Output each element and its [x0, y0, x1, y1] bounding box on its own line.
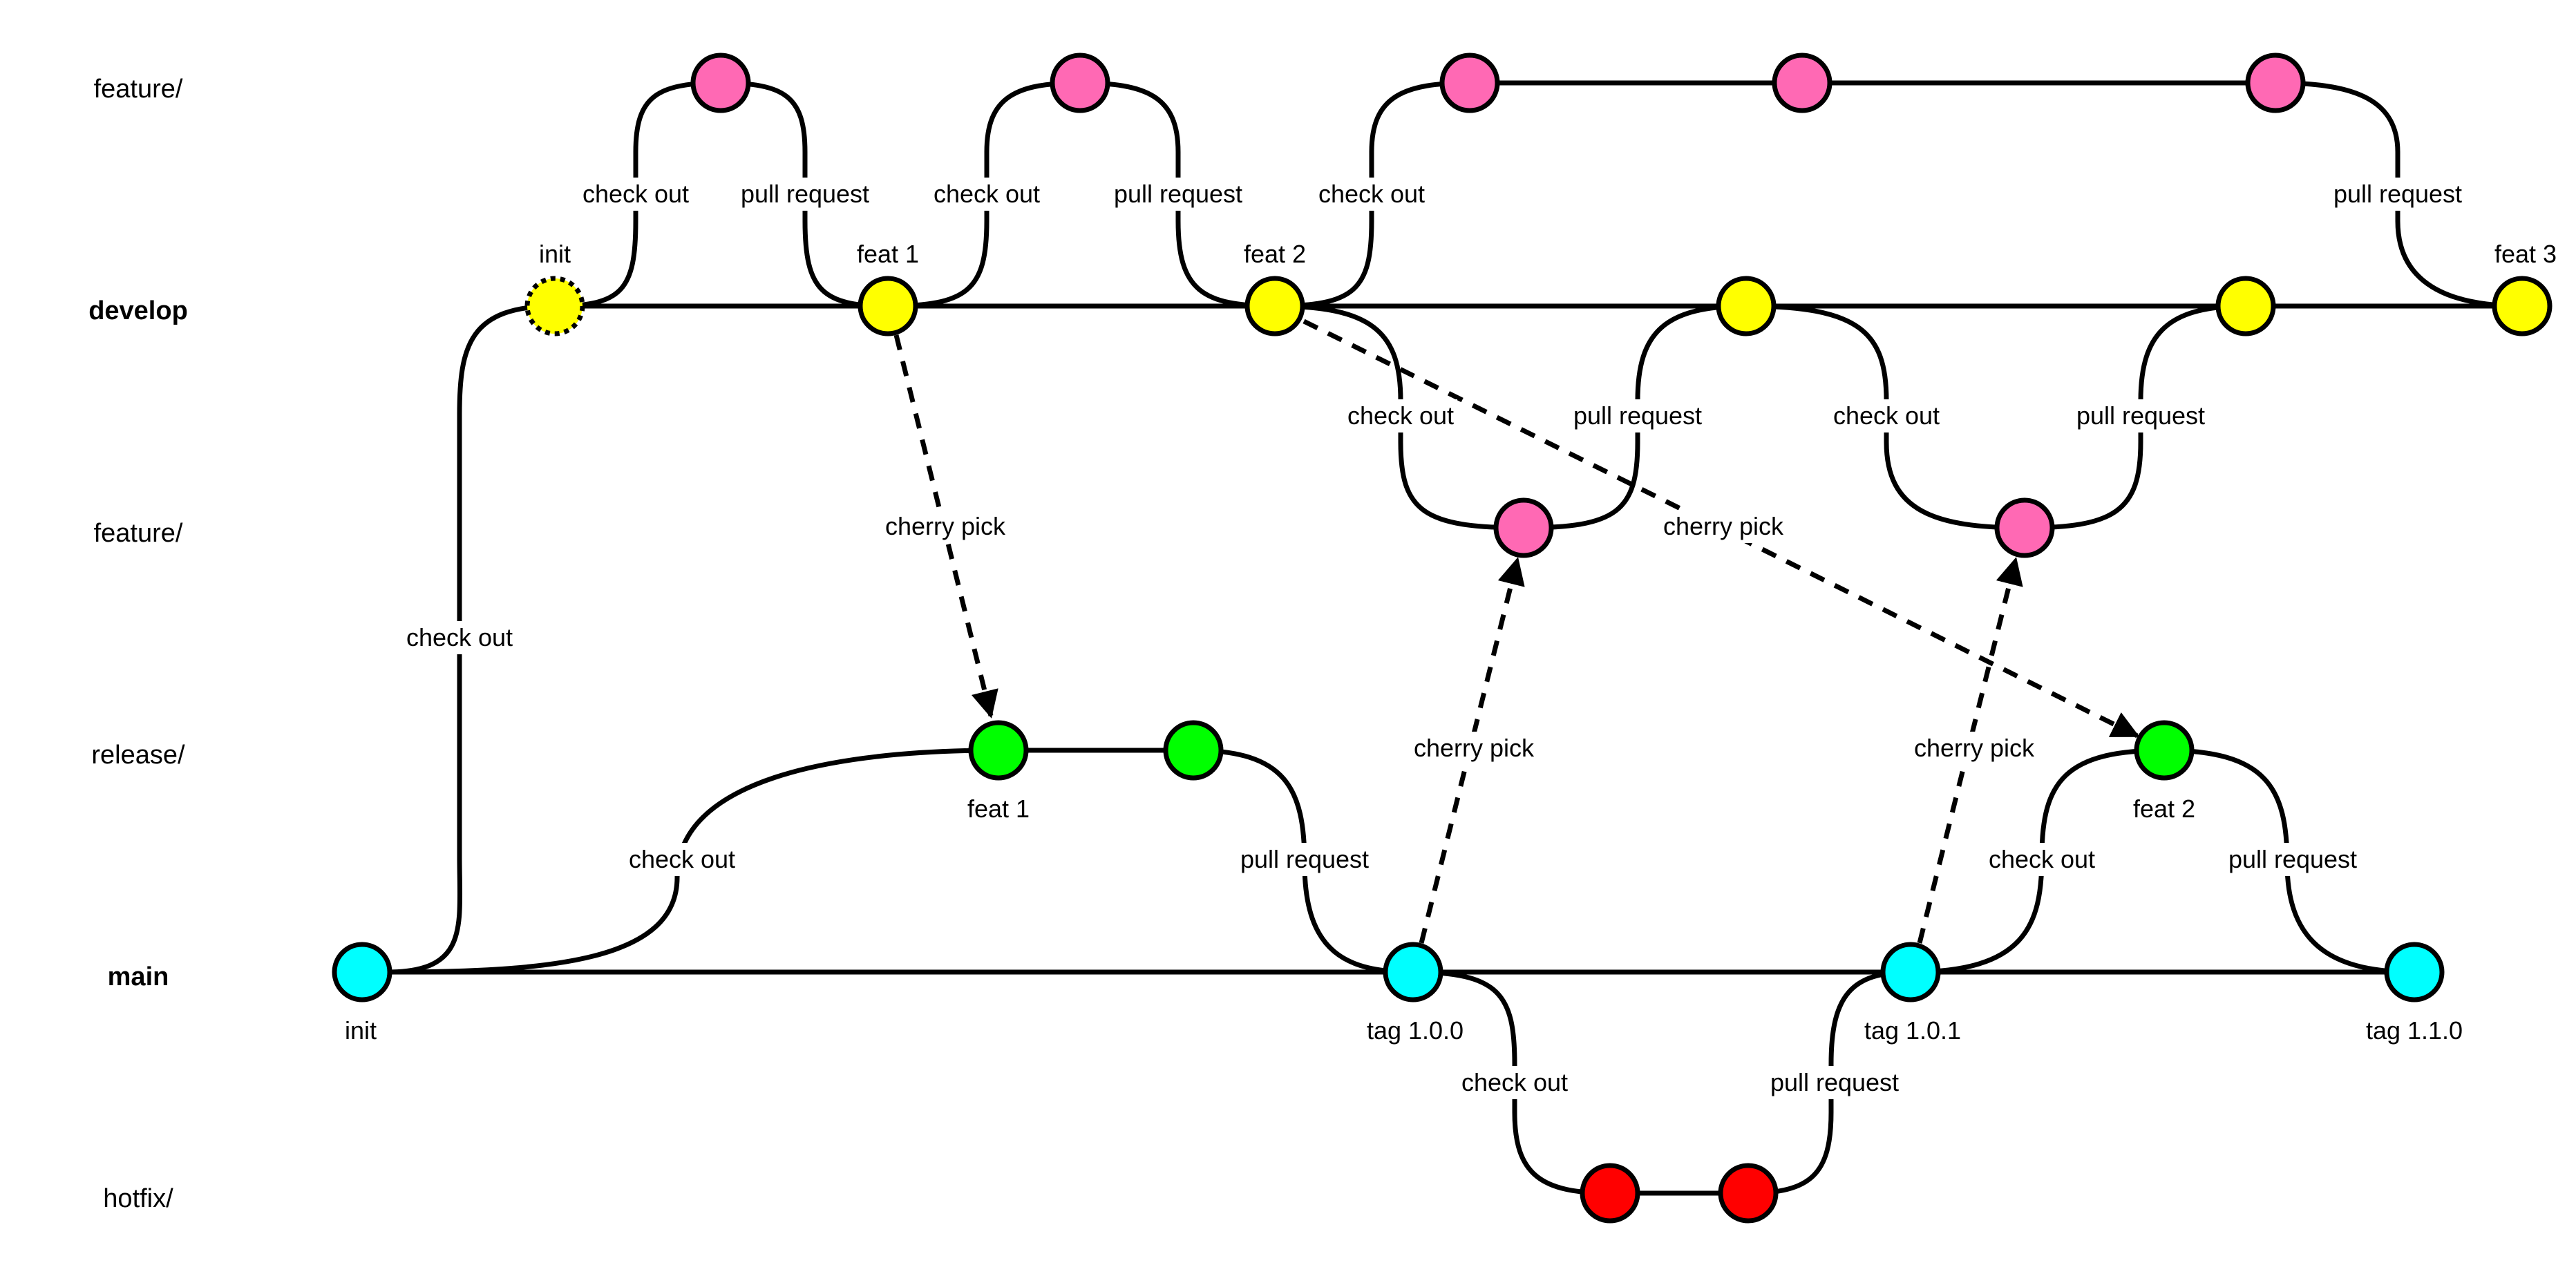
label-pull-request-4: pull request [1573, 401, 1702, 430]
commit-label-develop-init: init [539, 240, 571, 268]
commit-hotfix-2 [1718, 1163, 1779, 1224]
label-cherry-pick-4: cherry pick [1914, 734, 2035, 762]
label-check-out-3: check out [1318, 180, 1425, 208]
label-check-out-5: check out [1833, 401, 1940, 430]
commit-release-feat2 [2134, 720, 2195, 781]
commit-main-tag100 [1383, 942, 1443, 1002]
cherry-pick-arrows [893, 318, 2140, 944]
commit-label-main-tag110: tag 1.1.0 [2366, 1016, 2463, 1045]
label-check-out-6: check out [406, 623, 513, 652]
commit-develop-feat1 [858, 276, 918, 336]
label-check-out-4: check out [1347, 401, 1454, 430]
commit-nodes [332, 53, 2553, 1224]
commit-feature-top-5 [2245, 53, 2306, 113]
label-pull-request-5: pull request [2076, 401, 2205, 430]
commit-develop-feat3 [2492, 276, 2553, 336]
commit-develop-5 [2215, 276, 2276, 336]
label-check-out-1: check out [583, 180, 689, 208]
commit-feature-top-1 [690, 53, 751, 113]
lane-label-develop: develop [88, 296, 188, 325]
commit-label-release-feat1: feat 1 [967, 795, 1030, 823]
lane-label-main: main [108, 962, 169, 991]
commit-label-develop-feat3: feat 3 [2494, 240, 2557, 268]
label-pull-request-1: pull request [741, 180, 869, 208]
label-cherry-pick-1: cherry pick [885, 512, 1006, 540]
commit-label-main-tag101: tag 1.0.1 [1864, 1016, 1961, 1045]
label-pull-request-6: pull request [1240, 845, 1369, 873]
commit-labels: init feat 1 feat 2 feat 3 feat 1 feat 2 … [345, 240, 2557, 1045]
label-pull-request-2: pull request [1114, 180, 1242, 208]
commit-label-develop-feat2: feat 2 [1244, 240, 1306, 268]
commit-label-main-init: init [345, 1016, 377, 1045]
commit-feature-top-3 [1439, 53, 1500, 113]
commit-feature-top-2 [1050, 53, 1110, 113]
label-check-out-7: check out [629, 845, 735, 873]
commit-release-feat1 [968, 720, 1029, 781]
commit-develop-feat2 [1244, 276, 1305, 336]
commit-feature-mid-2 [1994, 497, 2055, 558]
commit-develop-init [524, 276, 585, 336]
lane-label-release: release/ [91, 741, 185, 770]
label-pull-request-3: pull request [2333, 180, 2462, 208]
commit-feature-top-4 [1772, 53, 1832, 113]
label-check-out-2: check out [934, 180, 1040, 208]
commit-label-main-tag100: tag 1.0.0 [1367, 1016, 1464, 1045]
commit-feature-mid-1 [1493, 497, 1554, 558]
lane-label-feature-mid: feature/ [94, 519, 183, 548]
commit-release-2 [1163, 720, 1224, 781]
lane-label-hotfix: hotfix/ [103, 1184, 173, 1213]
edge-main-to-release [384, 748, 1001, 975]
commit-main-tag101 [1880, 942, 1941, 1002]
commit-label-release-feat2: feat 2 [2133, 795, 2195, 823]
lane-label-feature-top: feature/ [94, 75, 183, 104]
commit-hotfix-1 [1580, 1163, 1640, 1224]
label-pull-request-8: pull request [1770, 1068, 1899, 1096]
label-check-out-9: check out [1461, 1068, 1568, 1096]
commit-develop-4 [1716, 276, 1777, 336]
label-pull-request-7: pull request [2228, 845, 2357, 873]
edge-labels: check out pull request check out pull re… [403, 178, 2467, 1099]
label-check-out-8: check out [1989, 845, 2095, 873]
commit-label-develop-feat1: feat 1 [857, 240, 919, 268]
label-cherry-pick-3: cherry pick [1414, 734, 1535, 762]
label-cherry-pick-2: cherry pick [1663, 512, 1784, 540]
commit-main-init [332, 942, 392, 1002]
commit-main-tag110 [2384, 942, 2445, 1002]
